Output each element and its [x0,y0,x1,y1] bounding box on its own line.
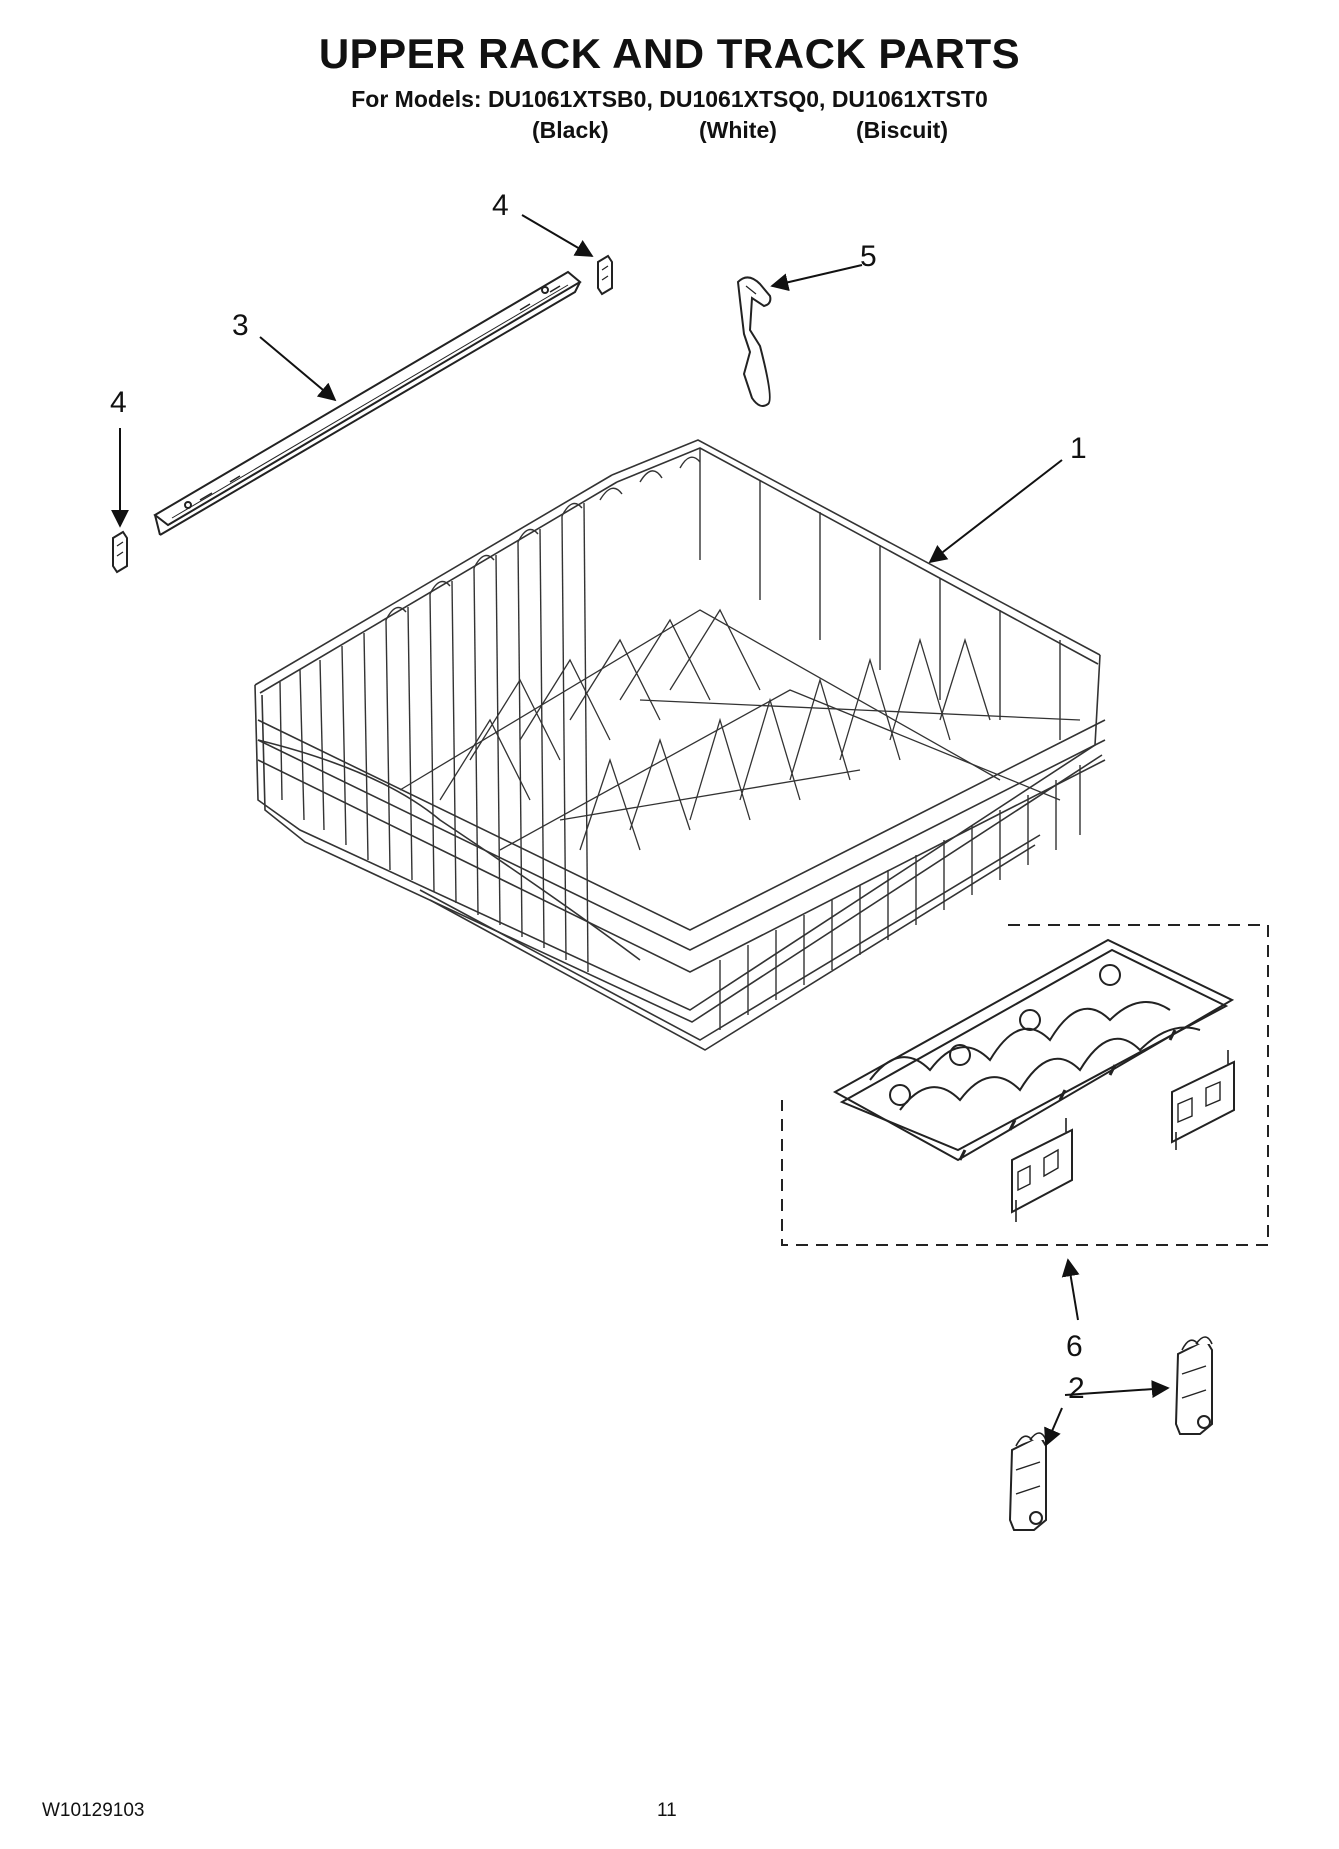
tine-clip-lower [1008,1432,1047,1531]
variant-black: (Black) [532,117,609,143]
end-cap-left [112,530,128,574]
variant-white: (White) [699,117,777,143]
doc-number: W10129103 [42,1800,145,1821]
upper-rack [254,439,1106,1051]
variant-biscuit: (Biscuit) [856,117,948,143]
page-number: 11 [657,1800,677,1821]
tine-bracket-right [1171,1050,1235,1150]
track-rail [153,270,582,536]
tine-kit-box [781,924,1269,1246]
callout-2: 2 [1068,1372,1085,1405]
callout-3: 3 [232,309,249,342]
page-title: UPPER RACK AND TRACK PARTS [318,30,1021,77]
tine-bracket-left [1011,1118,1073,1222]
tine-clip-upper [1174,1336,1213,1435]
callout-5: 5 [860,240,877,273]
callout-6: 6 [1066,1330,1083,1363]
tine-row-insert [832,938,1235,1162]
callout-1: 1 [1070,432,1087,465]
models-line: For Models: DU1061XTSB0, DU1061XTSQ0, DU… [351,86,988,112]
callout-4-top: 4 [492,189,509,222]
leader-lines [111,214,1170,1447]
end-cap-right [597,254,613,296]
callout-4-left: 4 [110,386,127,419]
rack-clip [736,276,772,407]
